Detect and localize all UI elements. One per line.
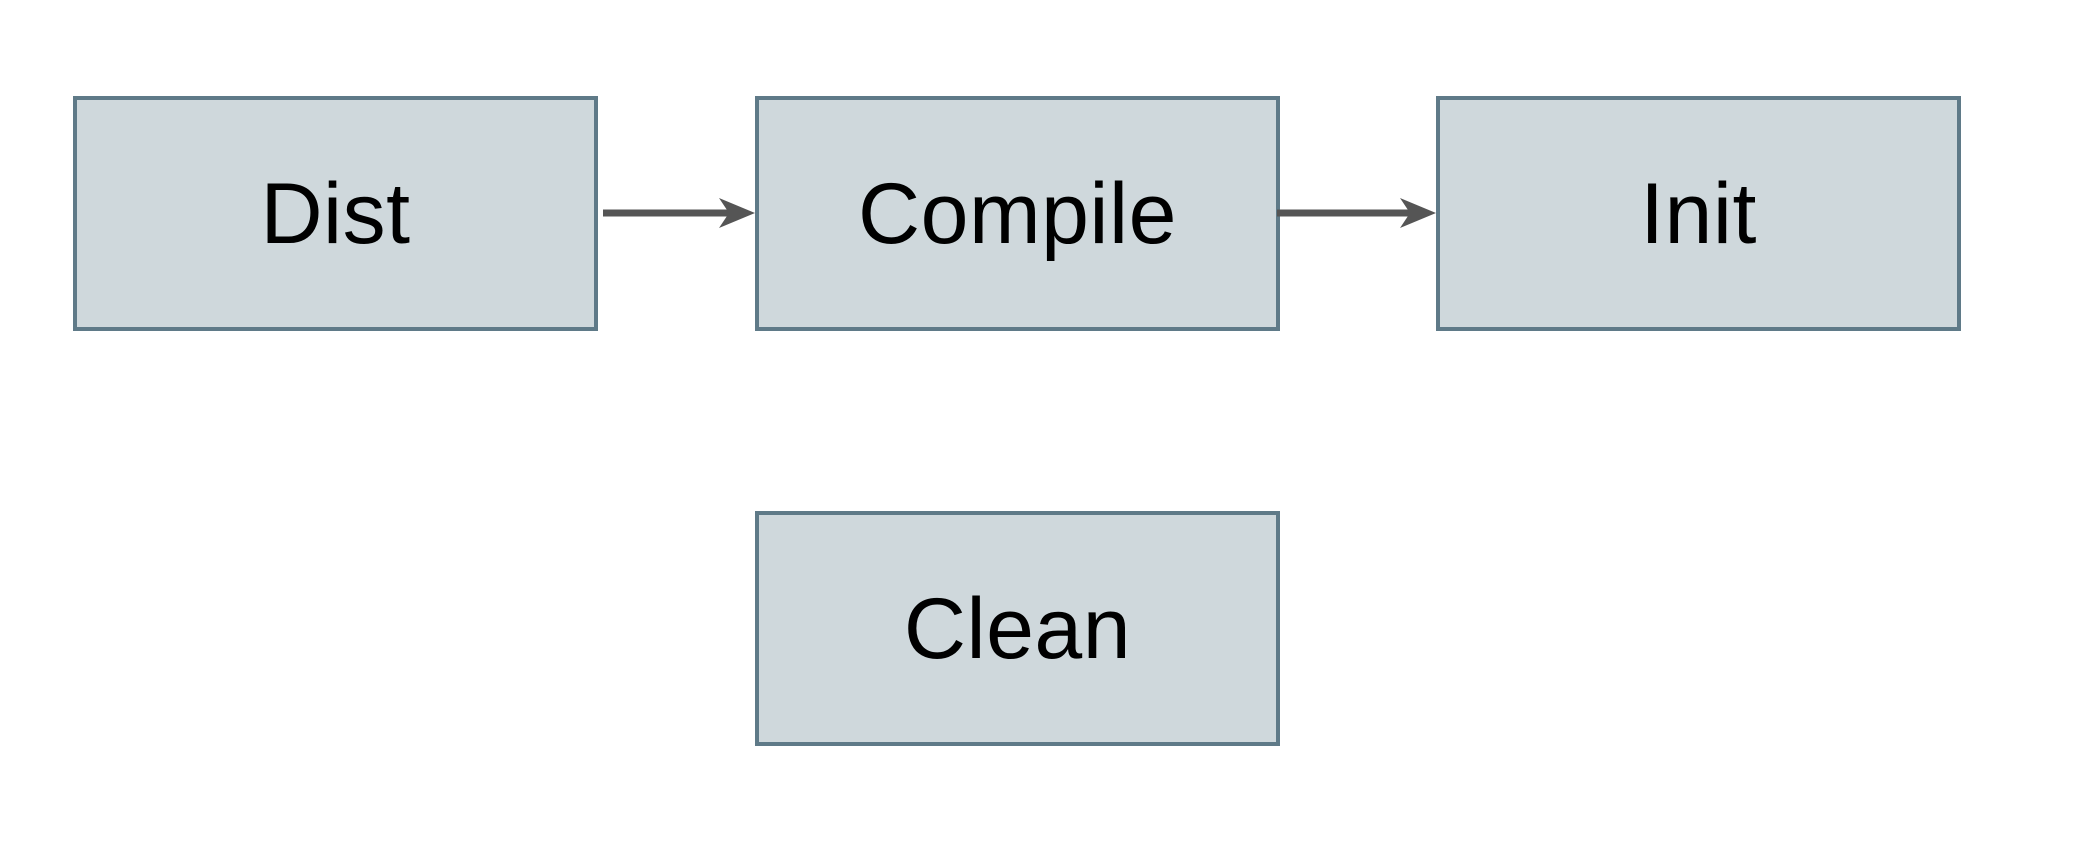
node-compile-label: Compile [858, 165, 1177, 262]
node-init: Init [1436, 96, 1961, 331]
node-dist: Dist [73, 96, 598, 331]
node-init-label: Init [1640, 165, 1757, 262]
node-clean: Clean [755, 511, 1280, 746]
arrow-compile-to-init-icon [1277, 191, 1436, 235]
node-compile: Compile [755, 96, 1280, 331]
node-dist-label: Dist [260, 165, 411, 262]
node-clean-label: Clean [903, 580, 1132, 677]
arrow-dist-to-compile-icon [603, 191, 755, 235]
